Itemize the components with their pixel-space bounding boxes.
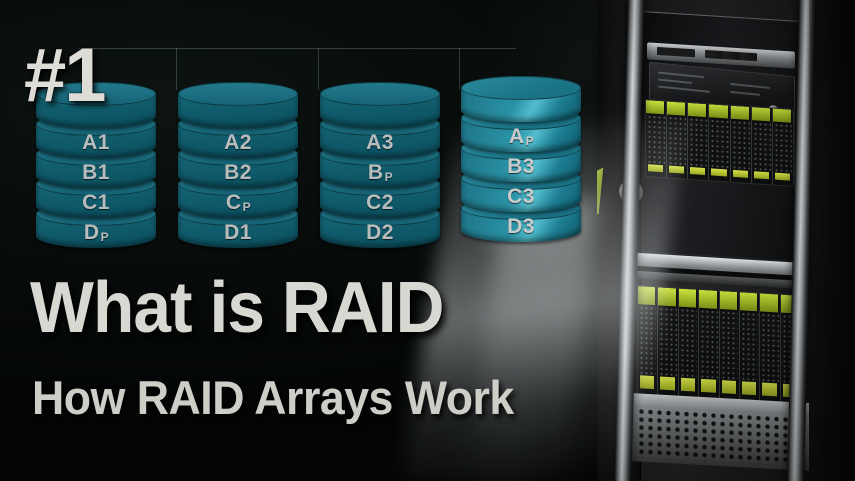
disk-block-label: D1 [224, 221, 252, 244]
disk-block-label: A3 [366, 131, 394, 154]
disk-platter-top [461, 76, 581, 122]
disk-block-label: CP [225, 191, 252, 214]
disk-platter-top [320, 82, 440, 128]
disk-block-label: B3 [507, 155, 535, 178]
disk-block-label: BP [367, 161, 394, 184]
disk-block-label: B1 [82, 161, 110, 184]
disk-block-label: C1 [82, 191, 110, 214]
disk-platter-top [36, 82, 156, 128]
disk-platter-top [178, 82, 298, 128]
disk-block-label: DP [83, 221, 110, 244]
disk-block-label: C3 [507, 185, 535, 208]
disk-block-label: AP [508, 125, 535, 148]
disk-block-label: D2 [366, 221, 394, 244]
page-title: What is RAID [30, 268, 445, 348]
disk-block-label: D3 [507, 215, 535, 238]
disk-block-label: A1 [82, 131, 110, 154]
rank-badge: #1 [24, 33, 107, 118]
disk-block-label: C2 [366, 191, 394, 214]
disk-block-label: B2 [224, 161, 252, 184]
page-subtitle: How RAID Arrays Work [32, 371, 514, 424]
disk-block-label: A2 [224, 131, 252, 154]
